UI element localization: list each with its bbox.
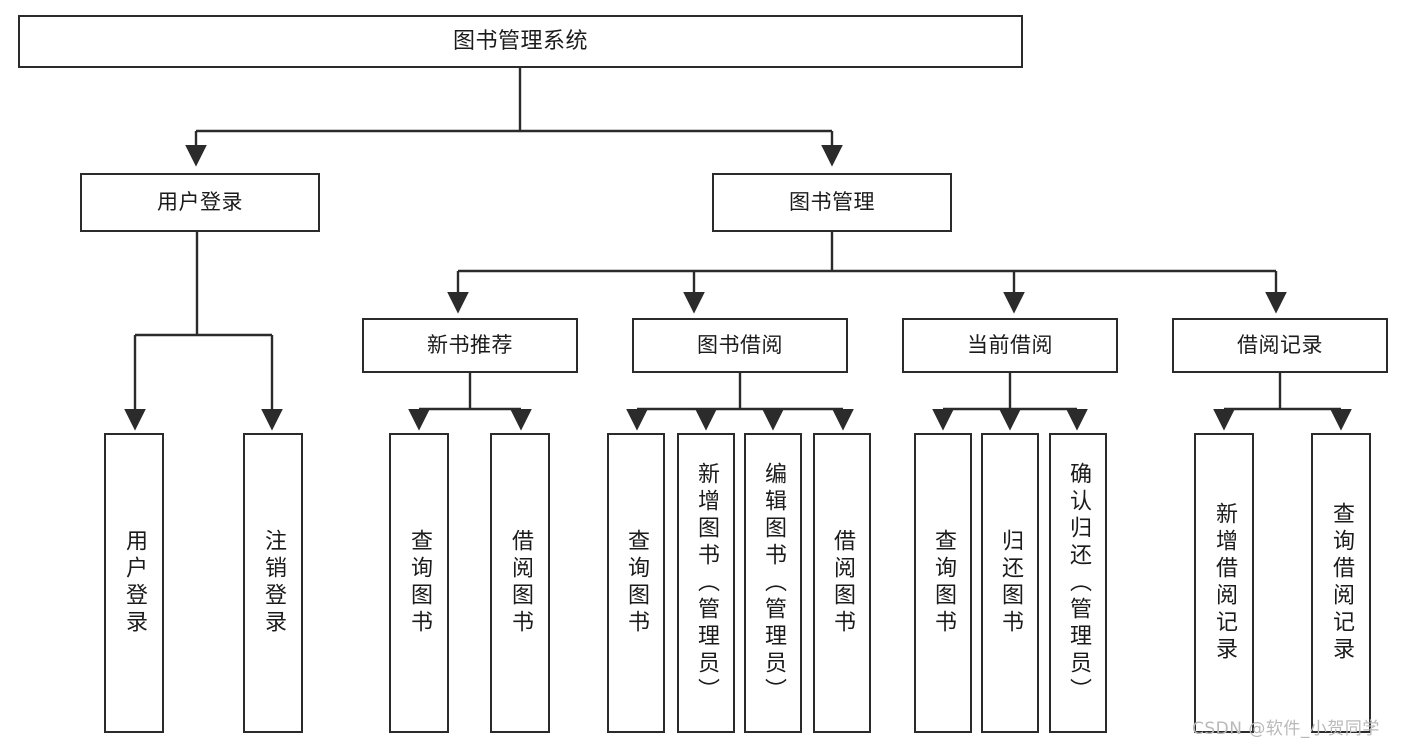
node-label: 当前借阅 bbox=[967, 333, 1053, 358]
csdn-watermark: CSDN @软件_小贺同学 bbox=[1192, 719, 1380, 739]
node-label: 查询图书 bbox=[931, 529, 956, 637]
node-label: 确认归还（管理员） bbox=[1066, 461, 1091, 705]
leaf-user-login-signout[interactable]: 注销登录 bbox=[243, 433, 303, 733]
node-label: 新增图书（管理员） bbox=[694, 461, 719, 705]
node-label: 借阅记录 bbox=[1237, 333, 1323, 358]
leaf-borrow-borrow-book[interactable]: 借阅图书 bbox=[813, 433, 871, 733]
node-user-login[interactable]: 用户登录 bbox=[80, 173, 320, 232]
node-label: 注销登录 bbox=[261, 529, 286, 637]
leaf-borrow-query-book[interactable]: 查询图书 bbox=[607, 433, 665, 733]
node-label: 借阅图书 bbox=[830, 529, 855, 637]
node-borrow-record[interactable]: 借阅记录 bbox=[1172, 318, 1388, 373]
leaf-borrow-add-book-admin[interactable]: 新增图书（管理员） bbox=[677, 433, 735, 733]
node-new-book-recommend[interactable]: 新书推荐 bbox=[362, 318, 578, 373]
node-book-borrow[interactable]: 图书借阅 bbox=[632, 318, 848, 373]
node-label: 查询借阅记录 bbox=[1329, 502, 1354, 664]
node-current-borrow[interactable]: 当前借阅 bbox=[902, 318, 1118, 373]
node-book-management[interactable]: 图书管理 bbox=[712, 173, 952, 232]
node-label: 用户登录 bbox=[122, 529, 147, 637]
node-root-system[interactable]: 图书管理系统 bbox=[18, 15, 1023, 68]
leaf-record-query-record[interactable]: 查询借阅记录 bbox=[1311, 433, 1371, 733]
node-label: 图书管理系统 bbox=[452, 28, 588, 54]
node-label: 查询图书 bbox=[407, 529, 432, 637]
node-label: 图书借阅 bbox=[697, 333, 783, 358]
leaf-current-query-book[interactable]: 查询图书 bbox=[914, 433, 972, 733]
leaf-current-confirm-return-admin[interactable]: 确认归还（管理员） bbox=[1049, 433, 1107, 733]
node-label: 新增借阅记录 bbox=[1212, 502, 1237, 664]
node-label: 新书推荐 bbox=[427, 333, 513, 358]
node-label: 编辑图书（管理员） bbox=[761, 461, 786, 705]
node-label: 借阅图书 bbox=[508, 529, 533, 637]
node-label: 归还图书 bbox=[998, 529, 1023, 637]
leaf-record-add-record[interactable]: 新增借阅记录 bbox=[1194, 433, 1254, 733]
node-label: 图书管理 bbox=[789, 190, 875, 215]
leaf-recommend-borrow-book[interactable]: 借阅图书 bbox=[490, 433, 550, 733]
leaf-current-return-book[interactable]: 归还图书 bbox=[981, 433, 1039, 733]
leaf-recommend-query-book[interactable]: 查询图书 bbox=[389, 433, 449, 733]
leaf-borrow-edit-book-admin[interactable]: 编辑图书（管理员） bbox=[744, 433, 802, 733]
node-label: 用户登录 bbox=[157, 190, 243, 215]
node-label: 查询图书 bbox=[624, 529, 649, 637]
leaf-user-login-signin[interactable]: 用户登录 bbox=[104, 433, 164, 733]
